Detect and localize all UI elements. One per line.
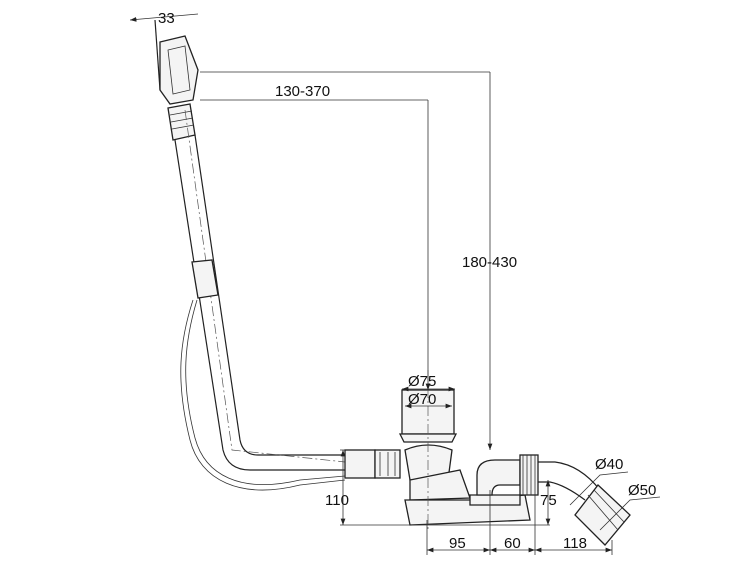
- dim-outlet-small: Ø40: [595, 456, 623, 473]
- dim-outer-diameter: Ø75: [408, 373, 436, 390]
- overflow-pipe: [174, 109, 346, 491]
- dim-overflow-width: 33: [158, 10, 175, 27]
- dim-offset-2: 60: [504, 535, 521, 552]
- dim-vertical-height: 180-430: [462, 254, 517, 271]
- dim-height-total: 110: [325, 492, 349, 509]
- overflow-head: [154, 19, 199, 141]
- dim-horizontal-reach: 130-370: [275, 83, 330, 100]
- dim-offset-3: 118: [563, 535, 587, 552]
- connector: [344, 449, 401, 479]
- dim-trap-height: 75: [540, 492, 557, 509]
- dim-outlet-large: Ø50: [628, 482, 656, 499]
- dim-inner-diameter: Ø70: [408, 391, 436, 408]
- trap-outlet: [476, 454, 631, 546]
- dimension-lines: [129, 13, 661, 555]
- drain-body: [398, 370, 531, 530]
- dim-offset-1: 95: [449, 535, 466, 552]
